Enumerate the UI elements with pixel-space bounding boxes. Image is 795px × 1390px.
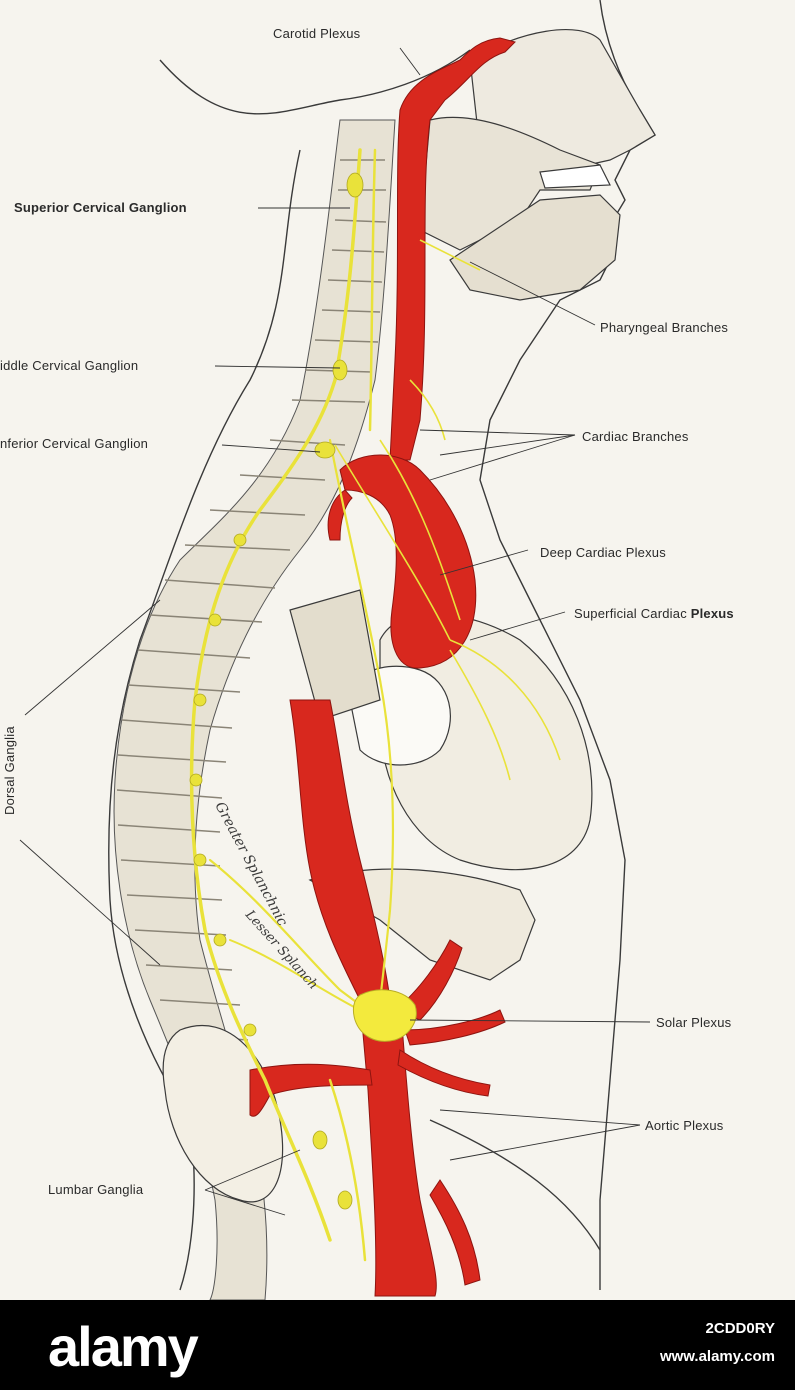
image-code: 2CDD0RY bbox=[705, 1320, 775, 1337]
dorsal-ganglia-label: Dorsal Ganglia bbox=[2, 726, 17, 815]
body-outline bbox=[108, 0, 656, 1291]
watermark-footer: alamy 2CDD0RY www.alamy.com bbox=[0, 1300, 795, 1390]
sympathetic-nervous-system-illustration: Greater Splanchnic Lesser Splanch bbox=[19, 0, 656, 1300]
superior-cervical-ganglion-text: Superior Cervical Ganglion bbox=[14, 200, 187, 215]
cardiac-nerves bbox=[334, 239, 561, 781]
aortic-plexus-label: Aortic Plexus bbox=[645, 1118, 724, 1133]
cardiac-branches-label: Cardiac Branches bbox=[582, 429, 689, 444]
superficial-cardiac-text: Superficial Cardiac bbox=[574, 606, 687, 621]
leader-lines bbox=[19, 47, 651, 1216]
common-carotid-artery bbox=[389, 37, 516, 461]
carotid-plexus-label: Carotid Plexus bbox=[273, 26, 361, 41]
alamy-logo: alamy bbox=[48, 1315, 199, 1378]
site-url: www.alamy.com bbox=[659, 1348, 775, 1365]
solar-plexus-label: Solar Plexus bbox=[656, 1015, 732, 1030]
superficial-cardiac-plexus-bold: Plexus bbox=[690, 606, 734, 621]
subclavian-artery bbox=[327, 489, 353, 541]
superficial-cardiac-plexus-label: Superficial Cardiac Plexus bbox=[574, 606, 734, 621]
abdominal-aorta bbox=[359, 999, 437, 1297]
aortic-arch bbox=[339, 454, 477, 669]
renal-artery bbox=[249, 1063, 373, 1117]
lumbar-ganglia-label: Lumbar Ganglia bbox=[48, 1182, 144, 1197]
dorsal-ganglia-nodes bbox=[189, 172, 364, 1210]
pharyngeal-branches-label: Pharyngeal Branches bbox=[600, 320, 729, 335]
inferior-cervical-ganglion-label: nferior Cervical Ganglion bbox=[0, 436, 149, 451]
vertebral-column bbox=[113, 119, 396, 1300]
middle-cervical-ganglion-label: iddle Cervical Ganglion bbox=[0, 358, 139, 373]
solar-plexus-node bbox=[352, 989, 417, 1042]
organs bbox=[162, 589, 593, 1203]
iliac-artery bbox=[429, 1179, 481, 1286]
anatomy-plate: Greater Splanchnic Lesser Splanch Caroti… bbox=[0, 0, 734, 1300]
deep-cardiac-plexus-label: Deep Cardiac Plexus bbox=[540, 545, 666, 560]
celiac-branches bbox=[394, 939, 506, 1097]
arteries bbox=[249, 37, 516, 1297]
superior-cervical-ganglion-label: Superior Cervical Ganglion bbox=[14, 200, 187, 215]
